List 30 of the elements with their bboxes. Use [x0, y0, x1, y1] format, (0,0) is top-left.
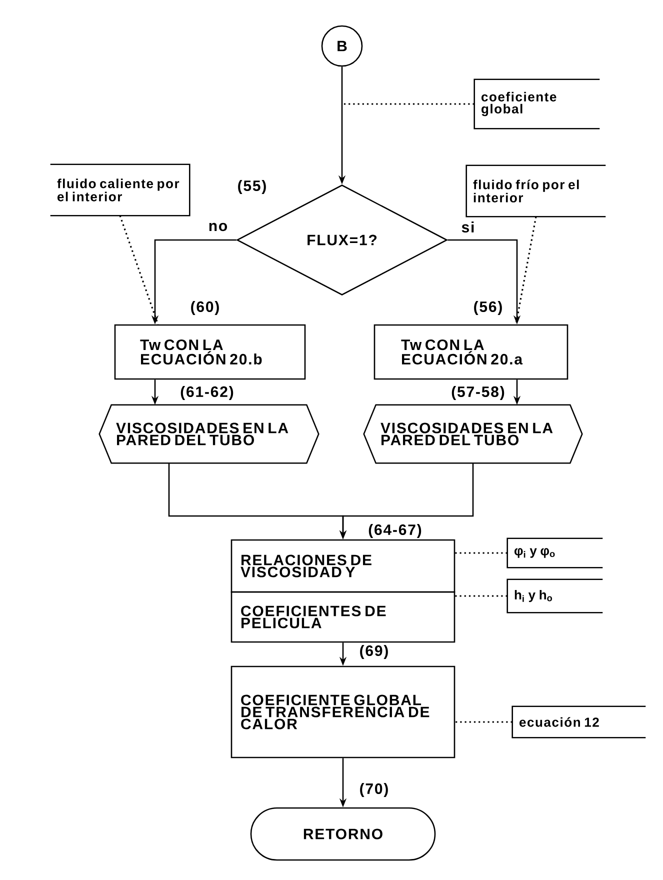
- note-bracket: coeficiente global: [474, 78, 600, 130]
- step-number: (69): [360, 645, 388, 659]
- note-bracket: ecuación 12: [512, 706, 646, 738]
- step-number: (56): [474, 301, 502, 315]
- leader-line: [455, 552, 508, 554]
- step-number: (60): [191, 301, 219, 315]
- note-bracket: h$_{i}$ y h$_{o}$: [506, 578, 603, 614]
- process-box: COEFICIENTE GLOBAL DE TRANSFERENCIA DE CALOR: [230, 666, 456, 758]
- process-box: RELACIONES DE VISCOSIDAD Y: [230, 539, 456, 593]
- process-box: COEFICIENTES DE PELICULA: [230, 591, 456, 643]
- note-bracket: fluido frío por el interior: [466, 164, 606, 218]
- display-hexagon: VISCOSIDADES EN LA PARED DEL TUBO: [98, 404, 320, 464]
- edge-label: si: [460, 220, 476, 234]
- leader-line: [455, 721, 512, 723]
- step-number: (55): [238, 180, 266, 194]
- leader-line: [515, 216, 537, 324]
- leader-line: [119, 215, 159, 325]
- leader-line: [455, 595, 508, 597]
- step-number: (70): [360, 783, 388, 797]
- terminal-box: RETORNO: [250, 807, 436, 861]
- note-bracket: φ$_{i}$ y φ$_{o}$: [506, 538, 603, 568]
- process-box: Tw CON LA ECUACIÓN 20.b: [114, 324, 306, 380]
- process-box: Tw CON LA ECUACIÓN 20.a: [374, 324, 568, 380]
- edge-label: no: [207, 222, 229, 232]
- note-bracket: fluido caliente por el interior: [50, 164, 190, 216]
- step-number: (64-67): [368, 524, 422, 538]
- display-hexagon: VISCOSIDADES EN LA PARED DEL TUBO: [363, 404, 583, 464]
- step-number: (61-62): [180, 386, 234, 400]
- leader-line: [342, 103, 474, 105]
- step-number: (57-58): [452, 386, 504, 400]
